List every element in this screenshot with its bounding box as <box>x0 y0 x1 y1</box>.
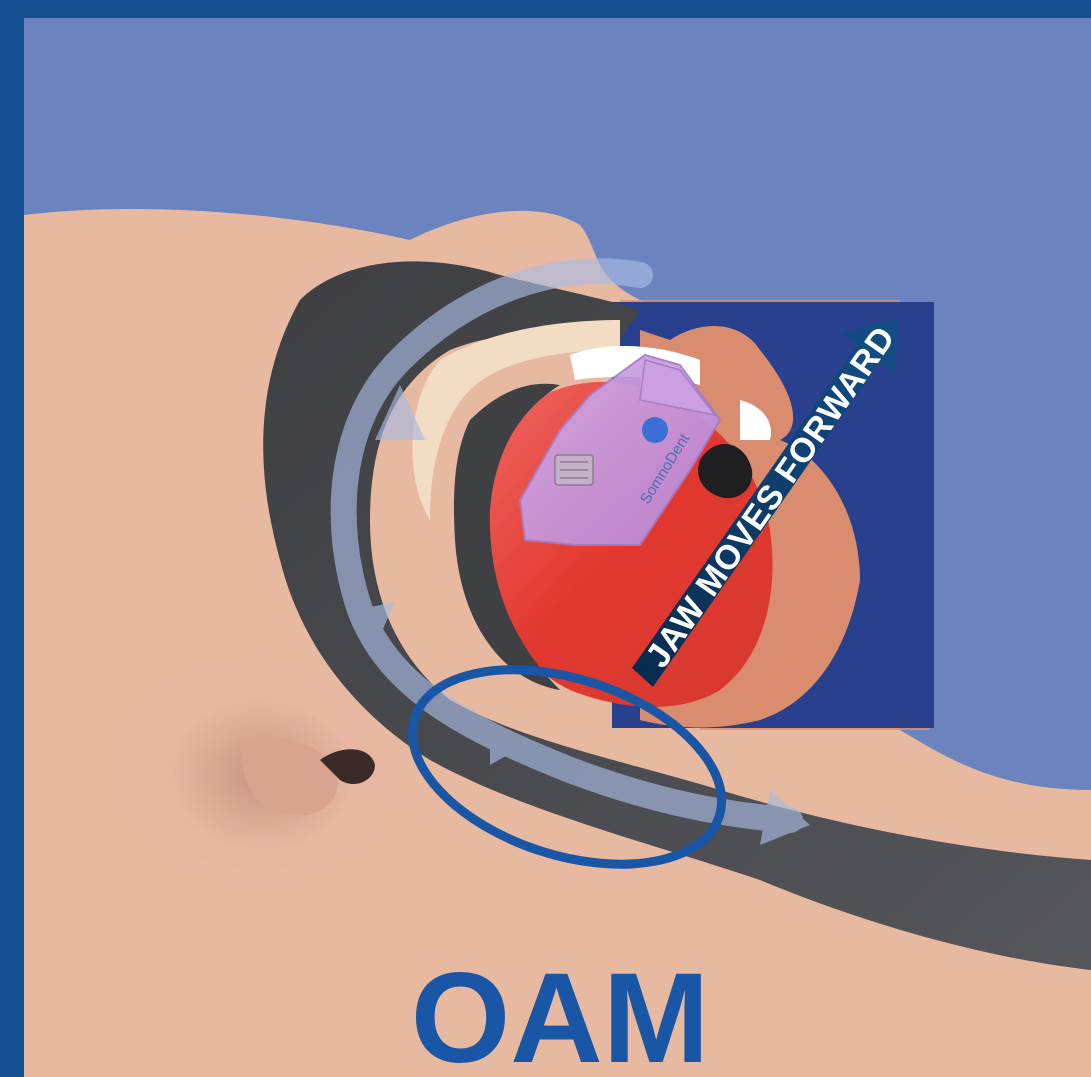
diagram-title: OAM <box>411 947 710 1077</box>
ear <box>130 670 390 870</box>
